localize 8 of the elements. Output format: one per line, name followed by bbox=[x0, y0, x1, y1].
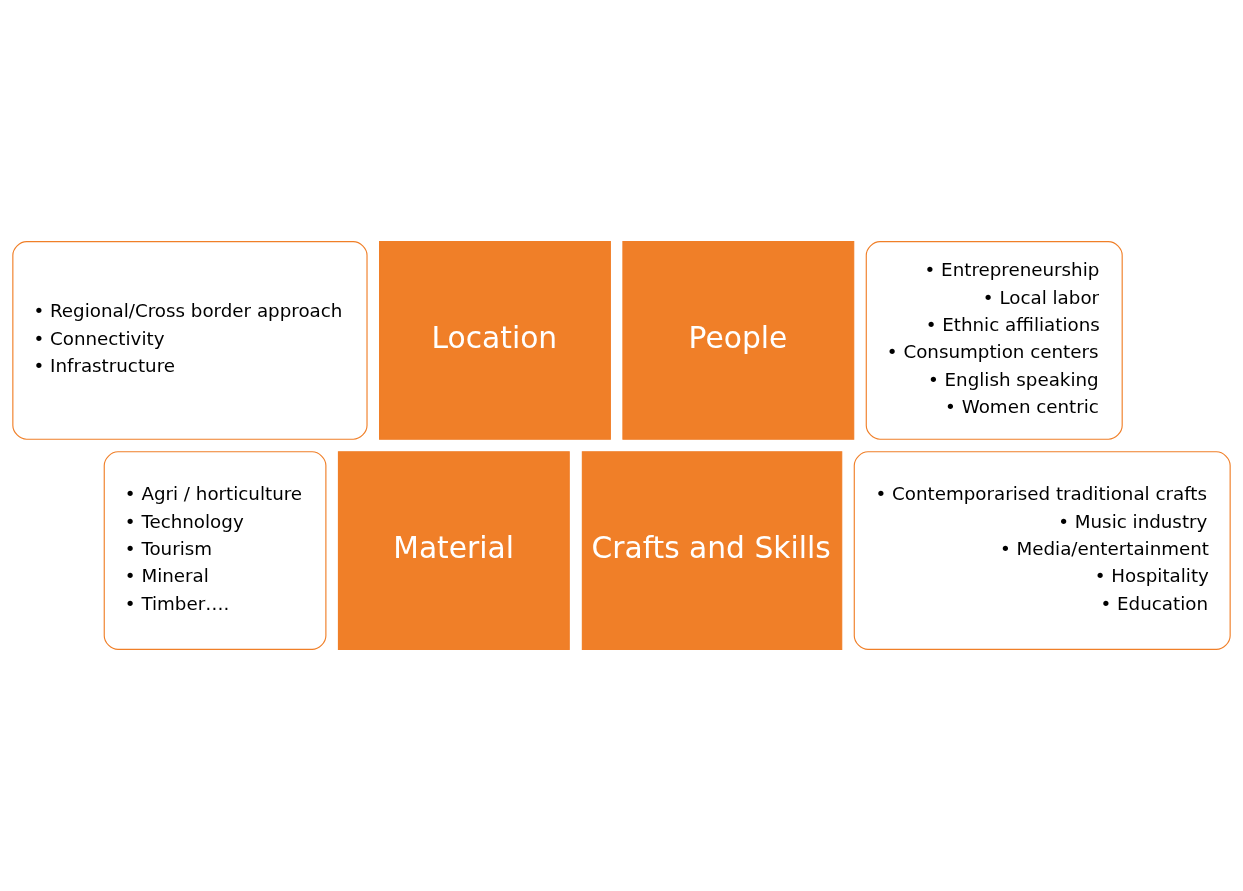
node-box: • Agri / horticulture • Technology • Tourism • Mineral • Timber…. bbox=[103, 451, 327, 650]
node-box: • Regional/Cross border approach • Connectivity • Infrastructure bbox=[12, 241, 368, 440]
node-box: Material bbox=[337, 451, 570, 650]
node-box: Location bbox=[379, 241, 611, 440]
node-box: Crafts and Skills bbox=[581, 451, 843, 650]
node-box: • Entrepreneurship • Local labor • Ethnic affiliations • Consumption centers • English speaking • Women centric bbox=[865, 241, 1123, 440]
node-box: People bbox=[622, 241, 855, 440]
node-box: • Contemporarised traditional crafts • Music industry • Media/entertainment • Hospitality • Education bbox=[853, 451, 1231, 650]
